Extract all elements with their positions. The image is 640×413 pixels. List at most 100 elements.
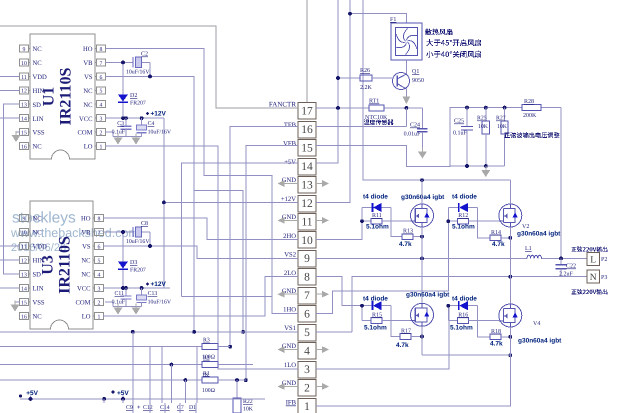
svg-text:NC: NC <box>33 60 43 67</box>
svg-text:VSS: VSS <box>33 130 45 137</box>
svg-text:R12: R12 <box>458 213 468 219</box>
svg-text:HIN: HIN <box>33 88 45 95</box>
svg-text:1: 1 <box>100 144 103 150</box>
svg-text:D1: D1 <box>189 405 196 411</box>
svg-text:C22: C22 <box>566 264 576 270</box>
svg-text:10uF/16V: 10uF/16V <box>148 130 172 136</box>
svg-text:R16: R16 <box>458 313 468 319</box>
svg-text:g30n60a4 igbt: g30n60a4 igbt <box>517 230 561 237</box>
svg-text:1HO: 1HO <box>283 307 296 314</box>
svg-text:VS: VS <box>82 244 91 251</box>
svg-text:FR207: FR207 <box>130 268 146 274</box>
svg-text:7: 7 <box>100 61 103 67</box>
svg-text:10K: 10K <box>478 124 489 130</box>
svg-text:VS1: VS1 <box>284 325 296 332</box>
svg-text:16: 16 <box>301 124 313 136</box>
svg-text:HO: HO <box>83 46 93 53</box>
svg-text:HO: HO <box>81 216 91 223</box>
svg-text:N: N <box>590 273 597 283</box>
svg-text:11: 11 <box>301 216 312 228</box>
svg-text:g30n60a4 igbt: g30n60a4 igbt <box>401 194 445 201</box>
svg-text:g30n60a4 igbt: g30n60a4 igbt <box>518 338 562 345</box>
svg-text:t4 diode: t4 diode <box>452 296 477 303</box>
svg-text:15: 15 <box>301 143 313 155</box>
svg-text:200K: 200K <box>523 113 537 119</box>
svg-text:3: 3 <box>98 286 101 292</box>
svg-text:2: 2 <box>100 131 103 137</box>
svg-text:3: 3 <box>100 117 103 123</box>
svg-text:100Ω: 100Ω <box>202 355 216 361</box>
svg-text:C2: C2 <box>141 52 148 58</box>
svg-text:D2: D2 <box>130 93 137 99</box>
svg-text:C13: C13 <box>148 291 158 297</box>
svg-text:C8: C8 <box>141 221 148 227</box>
svg-text:NC: NC <box>83 88 93 95</box>
svg-text:+12V: +12V <box>281 196 296 203</box>
svg-text:COM: COM <box>77 130 92 137</box>
svg-text:4.7k: 4.7k <box>396 342 409 349</box>
svg-text:Q1: Q1 <box>412 69 419 75</box>
svg-text:8: 8 <box>98 216 101 222</box>
svg-text:R15: R15 <box>372 313 382 319</box>
svg-text:FANCTR: FANCTR <box>269 101 296 109</box>
svg-text:11: 11 <box>21 244 27 250</box>
svg-text:7: 7 <box>304 290 310 302</box>
svg-text:VFB: VFB <box>283 141 296 148</box>
svg-text:17: 17 <box>301 106 313 118</box>
svg-text:5: 5 <box>100 89 103 95</box>
svg-text:NC: NC <box>33 314 43 321</box>
svg-text:t4 diode: t4 diode <box>363 296 388 303</box>
svg-text:15: 15 <box>21 131 27 137</box>
svg-text:1LO: 1LO <box>284 362 296 369</box>
svg-text:10: 10 <box>21 61 27 67</box>
svg-text:+5V: +5V <box>26 390 38 397</box>
svg-text:g30n60a4 igbt: g30n60a4 igbt <box>406 292 450 299</box>
svg-text:5: 5 <box>98 258 101 264</box>
svg-text:www.thebackshed.com: www.thebackshed.com <box>10 226 139 240</box>
svg-text:0.01uF: 0.01uF <box>404 132 422 138</box>
svg-text:15: 15 <box>21 300 27 306</box>
svg-text:R14: R14 <box>491 230 501 236</box>
svg-text:8: 8 <box>100 47 103 53</box>
svg-text:16: 16 <box>21 144 27 150</box>
svg-text:12: 12 <box>21 89 27 95</box>
svg-text:R17: R17 <box>401 328 411 334</box>
svg-text:2: 2 <box>98 300 101 306</box>
svg-text:6: 6 <box>304 309 310 321</box>
svg-text:RT1: RT1 <box>369 99 379 105</box>
svg-text:R2: R2 <box>203 356 210 362</box>
svg-text:NC: NC <box>81 258 91 265</box>
svg-text:14: 14 <box>21 117 27 123</box>
svg-text:2HO: 2HO <box>283 233 296 240</box>
svg-text:R26: R26 <box>360 68 370 74</box>
svg-text:4: 4 <box>304 345 310 357</box>
svg-text:+12V: +12V <box>151 111 167 118</box>
svg-text:5.1ohm: 5.1ohm <box>452 224 475 231</box>
svg-text:1: 1 <box>98 314 101 320</box>
svg-text:1K: 1K <box>202 373 210 379</box>
svg-text:R3: R3 <box>203 338 210 344</box>
svg-text:6: 6 <box>98 244 101 250</box>
svg-text:10uF/16V: 10uF/16V <box>126 239 150 245</box>
svg-text:10: 10 <box>301 235 313 247</box>
svg-text:R18: R18 <box>491 329 501 335</box>
svg-text:14: 14 <box>301 161 313 173</box>
svg-text:C3: C3 <box>117 121 124 127</box>
svg-text:VCC: VCC <box>79 116 93 123</box>
svg-text:V2: V2 <box>522 224 529 230</box>
svg-text:10uF/16V: 10uF/16V <box>148 300 172 306</box>
svg-text:VB: VB <box>81 230 91 237</box>
svg-text:C9: C9 <box>126 405 133 411</box>
svg-text:10uF/16V: 10uF/16V <box>126 70 150 76</box>
svg-text:5.1ohm: 5.1ohm <box>364 325 387 332</box>
svg-text:4.7k: 4.7k <box>490 340 503 347</box>
svg-text:C24: C24 <box>410 123 420 129</box>
svg-text:R1: R1 <box>203 371 210 377</box>
svg-text:12: 12 <box>301 198 313 210</box>
svg-text:GND: GND <box>282 343 297 350</box>
svg-text:GND: GND <box>282 214 297 221</box>
svg-text:NC: NC <box>33 46 43 53</box>
svg-text:8: 8 <box>304 272 310 284</box>
svg-text:7: 7 <box>98 230 101 236</box>
svg-text:NC: NC <box>83 102 93 109</box>
